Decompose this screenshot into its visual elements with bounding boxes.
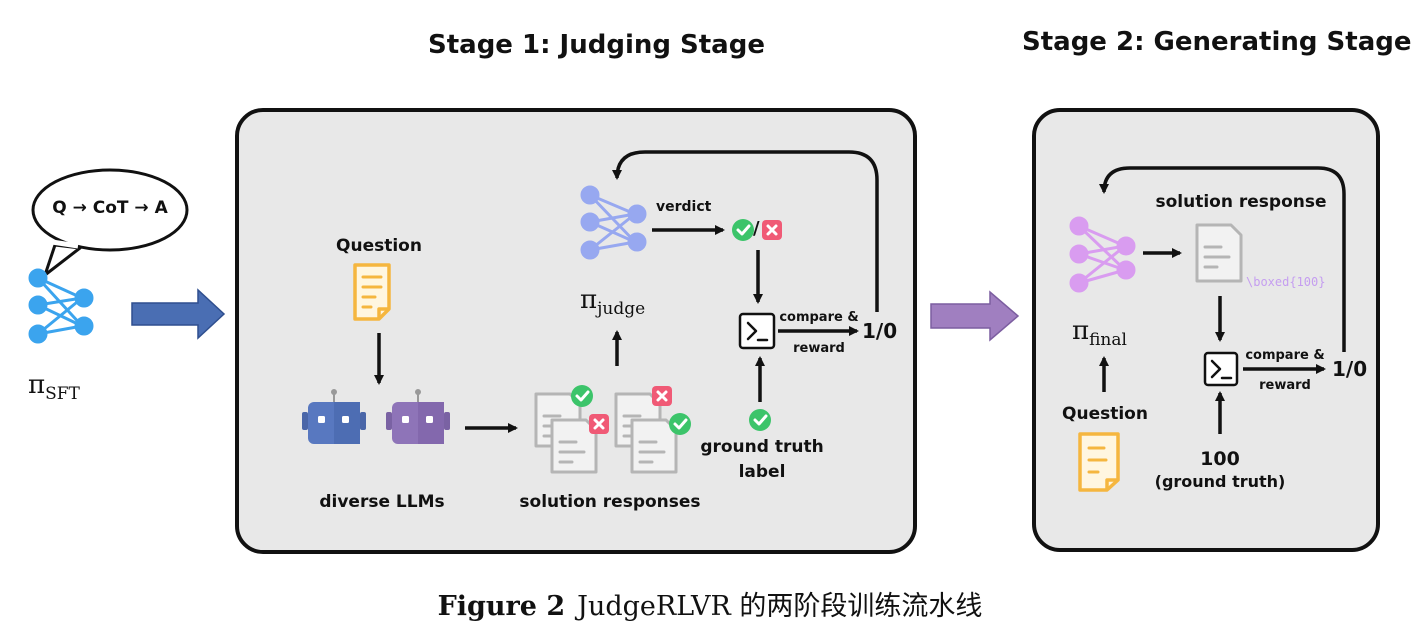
sft-bubble-text: Q → CoT → A (52, 198, 168, 218)
final-policy-symbol: π (1072, 316, 1090, 346)
stage1-result: 1/0 (862, 319, 898, 343)
compare-reward-label-line1: compare & (779, 310, 859, 325)
ground-truth-check-icon (747, 407, 773, 433)
judge-policy-label: πjudge (580, 285, 645, 319)
ground-truth-caption: (ground truth) (1154, 472, 1286, 491)
verdict-cross-icon (760, 218, 784, 242)
ground-truth-value: 100 (1200, 448, 1240, 470)
figure-caption-label: Figure 2 (437, 591, 566, 622)
solution-response-label: solution response (1155, 192, 1327, 212)
feedback-loop-stage1 (612, 150, 879, 312)
stage2-compare-reward-line2: reward (1259, 378, 1311, 393)
verdict-separator: / (753, 218, 760, 239)
judge-network-icon (580, 185, 647, 260)
sft-network-icon (28, 268, 94, 344)
stage2-compare-reward-line1: compare & (1245, 348, 1325, 363)
purple-flow-arrow (930, 290, 1020, 342)
robot-purple-icon (386, 389, 450, 444)
judge-policy-symbol: π (580, 285, 598, 315)
ground-truth-label-line1: ground truth (700, 437, 824, 457)
terminal-icon (738, 312, 776, 350)
solution-responses-label: solution responses (519, 492, 701, 512)
blue-flow-arrow (131, 288, 226, 340)
stage2-title: Stage 2: Generating Stage (1022, 27, 1412, 57)
sft-policy-sub: SFT (45, 384, 80, 404)
final-policy-sub: final (1089, 330, 1127, 350)
sft-policy-label: πSFT (28, 370, 80, 404)
judge-policy-sub: judge (597, 299, 646, 319)
verdict-label: verdict (656, 199, 712, 215)
final-network-icon (1069, 216, 1136, 293)
figure-caption-text: JudgeRLVR 的两阶段训练流水线 (577, 591, 983, 622)
solution-response-document-icon (1195, 223, 1243, 283)
stage2-panel (1032, 108, 1380, 552)
figure-caption: Figure 2 JudgeRLVR 的两阶段训练流水线 (0, 584, 1420, 623)
terminal-icon-stage2 (1203, 351, 1239, 387)
speech-bubble (31, 168, 189, 277)
diverse-llms-label: diverse LLMs (319, 492, 445, 512)
stage2-question-label: Question (1062, 404, 1148, 424)
feedback-loop-stage2 (1099, 166, 1346, 352)
stage1-question-label: Question (336, 236, 422, 256)
question-document-icon (353, 263, 391, 321)
verdict-check-icon (730, 217, 756, 243)
question-document-icon-stage2 (1078, 432, 1120, 492)
robot-blue-icon (302, 389, 366, 444)
final-policy-label: πfinal (1072, 316, 1127, 350)
sft-policy-symbol: π (28, 370, 46, 400)
ground-truth-label-line2: label (738, 462, 786, 482)
stage2-result: 1/0 (1332, 357, 1368, 381)
stage1-title: Stage 1: Judging Stage (428, 30, 765, 60)
boxed-answer: \boxed{100} (1246, 275, 1326, 289)
compare-reward-label-line2: reward (793, 341, 845, 356)
